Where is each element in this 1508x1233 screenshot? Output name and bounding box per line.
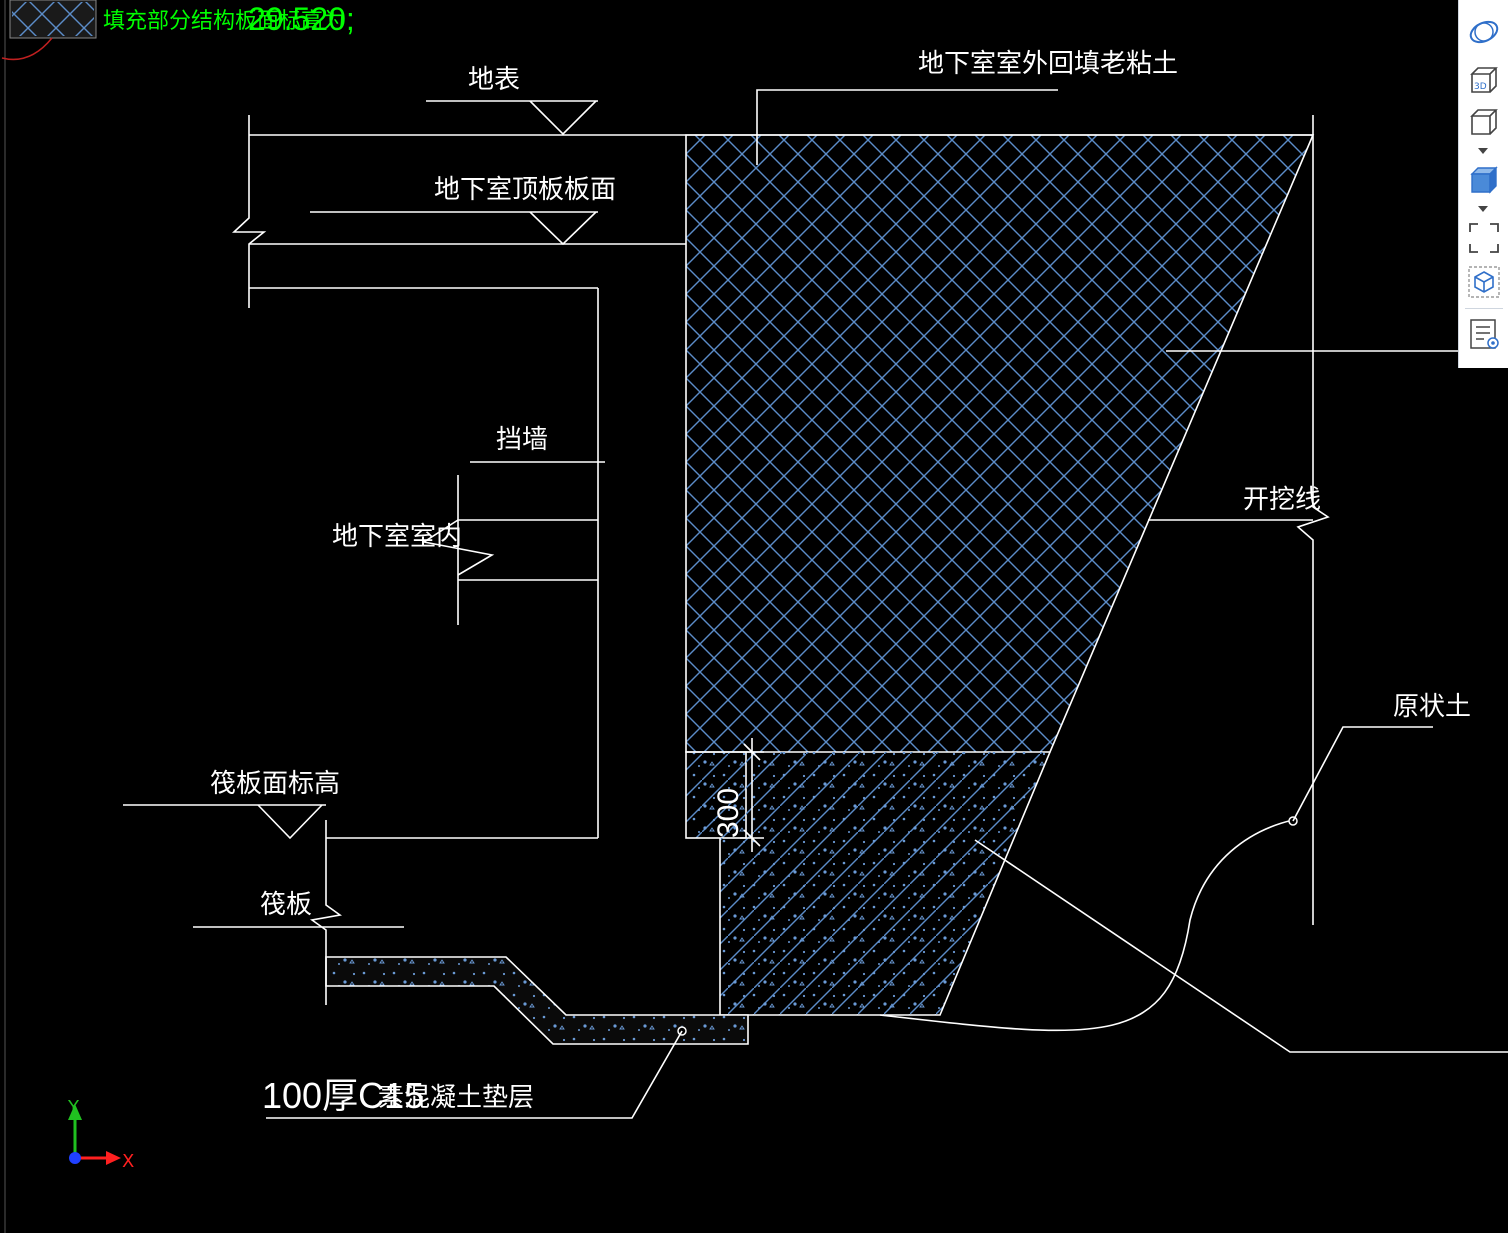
break-line-left [231,115,267,308]
label-raft-top: 筏板面标高 [210,769,340,799]
properties-list-icon[interactable] [1466,316,1502,352]
zoom-extents-icon[interactable] [1466,220,1502,256]
label-cushion-suffix: 素混凝土垫层 [378,1083,534,1113]
original-soil-curve [879,819,1294,1032]
command-prompt-text: 填充部分结构板面标高为 [103,9,345,34]
dimension-text-300: 300 [712,788,745,838]
break-line-raft [309,820,343,1005]
cursor-arc-icon [1,37,53,61]
leader-cushion [266,1030,683,1119]
leader-backfill [756,89,1058,165]
break-symbol-interior [421,519,495,576]
chevron-down-icon[interactable] [1477,204,1489,214]
label-excavation-line: 开挖线 [1243,485,1321,515]
elevation-marker-roof [529,211,597,246]
label-retaining-wall: 挡墙 [496,425,548,455]
3d-view-icon[interactable]: 3D [1466,62,1502,98]
label-original-soil: 原状土 [1393,692,1471,722]
ucs-x-label: X [122,1151,134,1172]
backfill-hatch-region[interactable] [686,135,1313,752]
elevation-marker-ground [529,100,597,136]
ucs-icon: Y X [67,1097,134,1172]
chevron-down-icon[interactable] [1477,146,1489,156]
label-backfill: 地下室室外回填老粘土 [918,49,1178,79]
command-prompt-value: 29.520; [248,1,355,37]
label-cushion-prefix: 100厚C15 [262,1075,424,1116]
break-line-right [1296,115,1330,925]
command-line: 填充部分结构板面标高为 29.520; [1,0,355,61]
ucs-y-label: Y [67,1097,80,1118]
label-ground: 地表 [468,65,520,95]
visual-style-icon[interactable] [1466,264,1502,300]
cube-wireframe-icon[interactable] [1466,104,1502,140]
orbit-icon[interactable] [1466,14,1502,50]
svg-text:3D: 3D [1474,82,1487,92]
label-roof-slab: 地下室顶板板面 [434,175,616,205]
hatch-preview-pattern [12,2,94,36]
elevation-marker-raft [257,804,323,840]
view-toolbar: 3D [1458,0,1508,368]
cube-shaded-icon[interactable] [1466,162,1502,198]
leader-concrete [974,839,1508,1053]
label-basement-interior: 地下室室内 [332,522,462,552]
leader-original-soil [1292,726,1433,822]
toolbar-separator [1465,308,1503,309]
label-raft: 筏板 [260,890,312,920]
